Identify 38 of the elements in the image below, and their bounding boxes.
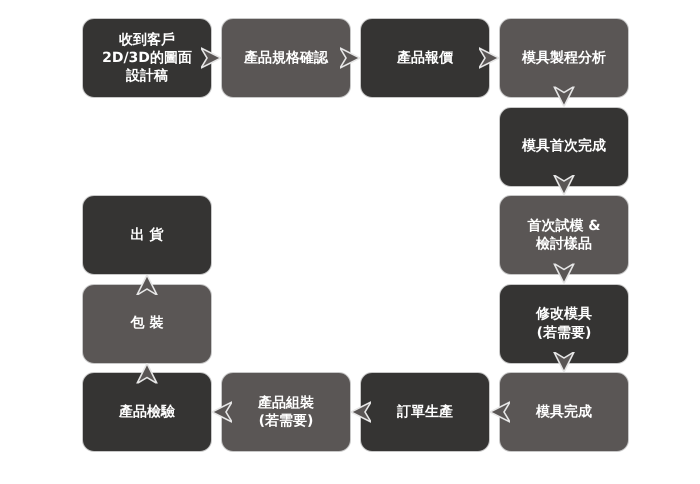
step-label: 訂單生產 — [397, 402, 453, 422]
process-box — [82, 195, 212, 275]
process-box — [221, 18, 351, 98]
process-box — [499, 372, 629, 452]
process-box — [82, 284, 212, 364]
arrow — [211, 401, 233, 423]
step-label: 模具首次完成 — [522, 137, 606, 156]
process-box — [82, 372, 212, 452]
step-label: 模具製程分析 — [522, 48, 606, 68]
process-box — [360, 18, 490, 98]
step-label: 修改模具(若需要) — [534, 305, 593, 342]
arrow — [339, 47, 361, 69]
arrow — [553, 174, 575, 196]
arrow — [478, 47, 500, 69]
arrow — [136, 362, 158, 384]
arrow — [553, 351, 575, 373]
process-box — [499, 106, 629, 186]
step-label: 收到客戶2D/3D的圖面設計稿 — [101, 30, 193, 86]
process-box — [499, 284, 629, 364]
step-label: 包 裝 — [130, 314, 164, 333]
step-label: 首次試模 & 檢討樣品 — [526, 216, 602, 254]
process-box — [499, 195, 629, 275]
arrow — [553, 262, 575, 284]
step-label: 模具完成 — [536, 402, 592, 422]
process-box — [221, 372, 351, 452]
arrow — [350, 401, 372, 423]
arrow — [200, 47, 222, 69]
step-label: 出 貨 — [130, 226, 164, 244]
step-label: 產品規格確認 — [244, 48, 328, 68]
arrow — [553, 86, 575, 108]
process-box — [360, 372, 490, 452]
arrow — [489, 401, 511, 423]
step-label: 產品組裝(若需要) — [257, 394, 315, 430]
process-box — [82, 18, 212, 98]
process-box — [499, 18, 629, 98]
step-label: 產品報價 — [397, 48, 453, 68]
arrow — [136, 274, 158, 296]
step-label: 產品檢驗 — [119, 402, 175, 422]
